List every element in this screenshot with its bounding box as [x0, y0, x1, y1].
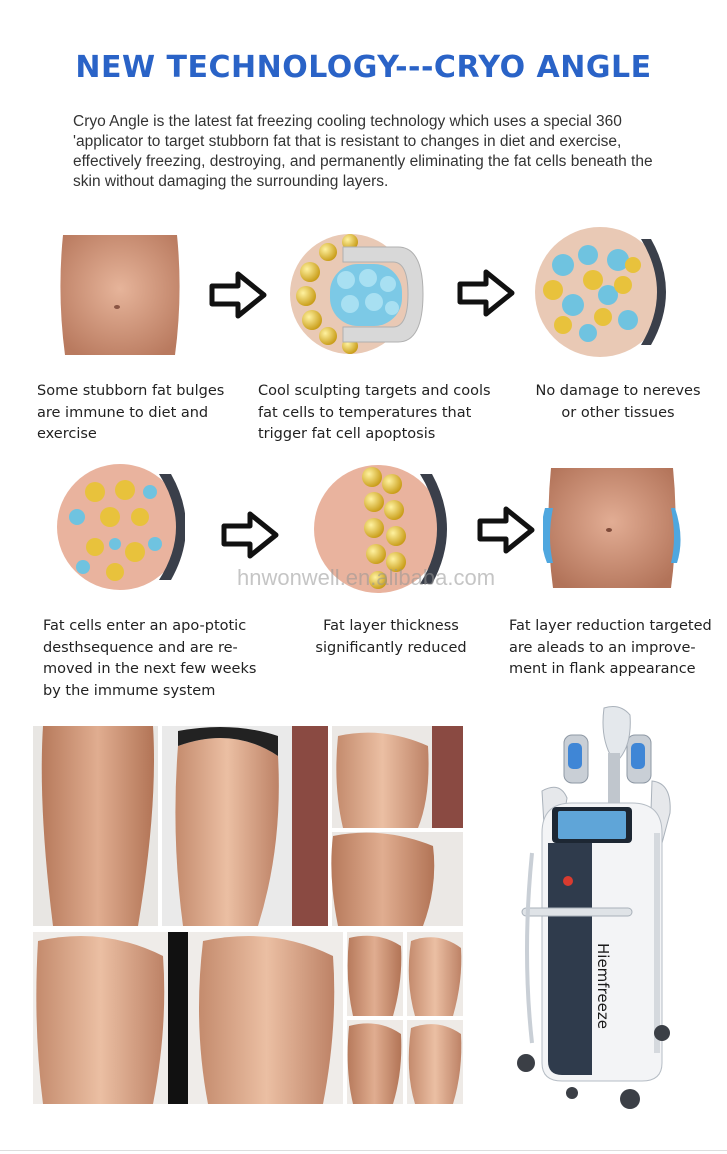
device-brand-label: Hiemfreeze: [594, 943, 612, 1029]
bottom-divider: [0, 1150, 727, 1151]
hiemfreeze-device-image: Hiemfreeze: [517, 706, 671, 1109]
before-after-photo-collage: [33, 726, 463, 1104]
arrow-right-icon: [209, 271, 267, 319]
arrow-right-icon: [221, 511, 279, 559]
abdomen-after-image: [543, 468, 681, 588]
applicator-cooling-image: [290, 234, 424, 354]
apoptosis-cells-image: [57, 464, 185, 590]
watermark: hnwonwell.en.alibaba.com: [236, 565, 496, 590]
arrow-right-icon: [457, 269, 515, 317]
reduced-fat-layer-image: [314, 465, 447, 593]
arrow-right-icon: [477, 506, 535, 554]
page-title: NEW TECHNOLOGY---CRYO ANGLE: [75, 50, 652, 85]
frozen-fat-cells-image: [535, 227, 666, 357]
intro-paragraph: Cryo Angle is the latest fat freezing co…: [73, 113, 653, 190]
abdomen-before-image: [60, 235, 180, 355]
